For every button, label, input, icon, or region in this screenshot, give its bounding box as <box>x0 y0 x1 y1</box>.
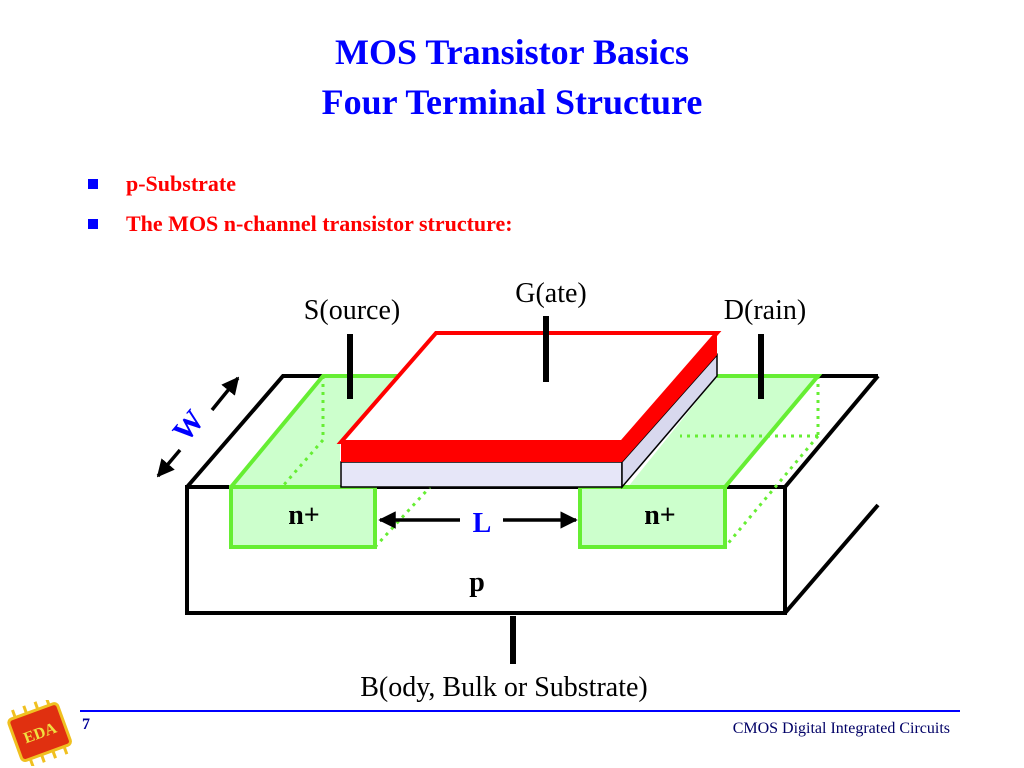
bullet-item: The MOS n-channel transistor structure: <box>88 210 513 238</box>
square-bullet-icon <box>88 219 98 229</box>
source-n-plus-label: n+ <box>288 500 320 531</box>
substrate-p-label: p <box>469 567 485 598</box>
width-arrow <box>210 376 240 412</box>
width-arrow <box>156 448 182 478</box>
footer-divider <box>80 710 960 712</box>
eda-logo: EDA <box>7 700 72 766</box>
gate-label: G(ate) <box>515 278 587 309</box>
page-number: 7 <box>82 716 90 733</box>
drain-n-plus-label: n+ <box>644 500 676 531</box>
bullet-text: p-Substrate <box>126 171 237 196</box>
bullet-text: The MOS n-channel transistor structure: <box>126 211 513 236</box>
drain-label: D(rain) <box>724 295 806 326</box>
source-diffusion <box>229 374 432 549</box>
bullet-item: p-Substrate <box>88 170 513 198</box>
course-title: CMOS Digital Integrated Circuits <box>732 720 950 737</box>
slide-title-line1: MOS Transistor Basics <box>334 32 690 72</box>
body-label: B(ody, Bulk or Substrate) <box>360 672 648 703</box>
length-label: L <box>473 508 492 539</box>
bullet-list: p-Substrate The MOS n-channel transistor… <box>88 170 513 250</box>
drain-diffusion <box>578 374 823 549</box>
gate-electrode <box>336 331 722 462</box>
width-label: W <box>166 404 211 448</box>
slide-title-line2: Four Terminal Structure <box>321 82 703 122</box>
square-bullet-icon <box>88 179 98 189</box>
source-label: S(ource) <box>304 295 400 326</box>
